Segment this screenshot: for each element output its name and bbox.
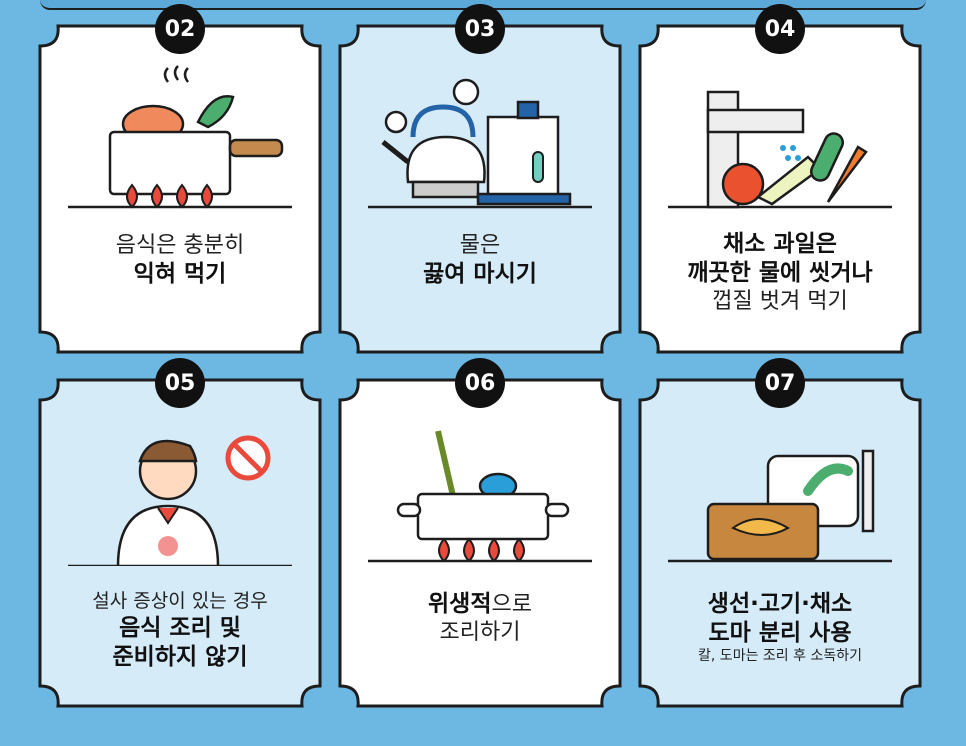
caption-line: 설사 증상이 있는 경우 bbox=[92, 590, 268, 612]
caption-line: 칼, 도마는 조리 후 소독하기 bbox=[698, 647, 862, 664]
card-frame bbox=[338, 378, 622, 708]
card-02: 02 음식은 충분히 익혀 먹기 bbox=[38, 4, 322, 354]
caption-line: 조리하기 bbox=[439, 619, 521, 645]
card-03: 03 물은 끓여 마시기 bbox=[338, 4, 622, 354]
card-04: 04 채소 과일은 깨끗한 물에 씻거나 껍질 벗겨 먹기 bbox=[638, 4, 922, 354]
caption-line: 껍질 벗겨 먹기 bbox=[712, 288, 848, 314]
caption-line: 도마 분리 사용 bbox=[708, 619, 852, 646]
caption-line: 물은 bbox=[459, 233, 501, 258]
caption-line: 음식 조리 및 bbox=[119, 614, 241, 641]
step-number-badge: 07 bbox=[755, 358, 805, 408]
step-number-badge: 05 bbox=[155, 358, 205, 408]
caption-line: 준비하지 않기 bbox=[112, 643, 248, 670]
card-07: 07 생선·고기·채소 도마 분리 사용 칼, 도마는 조리 후 소독하기 bbox=[638, 358, 922, 708]
pot-with-crab-icon bbox=[68, 65, 292, 209]
cooking-pot-icon bbox=[368, 430, 592, 563]
step-number-badge: 03 bbox=[455, 4, 505, 54]
caption-line: 채소 과일은 bbox=[723, 231, 837, 257]
caption-suffix: 으로 bbox=[491, 592, 532, 617]
caption-line: 깨끗한 물에 씻거나 bbox=[687, 259, 873, 286]
caption-line: 음식은 충분히 bbox=[115, 233, 245, 258]
step-number-badge: 04 bbox=[755, 4, 805, 54]
caption-line-with-suffix: 위생적으로 bbox=[338, 590, 622, 619]
caption-line: 생선·고기·채소 bbox=[707, 591, 853, 617]
card-06: 06 위생적으로 조리하기 bbox=[338, 358, 622, 708]
card-caption: 채소 과일은 깨끗한 물에 씻거나 껍질 벗겨 먹기 bbox=[638, 230, 922, 315]
sick-chef-icon bbox=[68, 435, 292, 566]
card-frame bbox=[338, 24, 622, 354]
cutting-board-icon bbox=[668, 449, 892, 563]
card-caption: 설사 증상이 있는 경우 음식 조리 및 준비하지 않기 bbox=[38, 590, 322, 671]
kettle-icon bbox=[368, 78, 592, 209]
step-number-badge: 06 bbox=[455, 358, 505, 408]
caption-line: 익혀 먹기 bbox=[133, 260, 227, 287]
card-caption: 생선·고기·채소 도마 분리 사용 칼, 도마는 조리 후 소독하기 bbox=[638, 590, 922, 665]
caption-line: 끓여 마시기 bbox=[423, 260, 537, 287]
caption-bold-part: 위생적 bbox=[428, 591, 492, 617]
card-caption: 음식은 충분히 익혀 먹기 bbox=[38, 232, 322, 288]
faucet-vegetables-icon bbox=[668, 90, 892, 209]
card-05: 05 설사 증상이 있는 경우 음식 조리 및 준비하지 않기 bbox=[38, 358, 322, 708]
step-number-badge: 02 bbox=[155, 4, 205, 54]
card-caption: 물은 끓여 마시기 bbox=[338, 232, 622, 288]
card-caption: 위생적으로 조리하기 bbox=[338, 590, 622, 646]
